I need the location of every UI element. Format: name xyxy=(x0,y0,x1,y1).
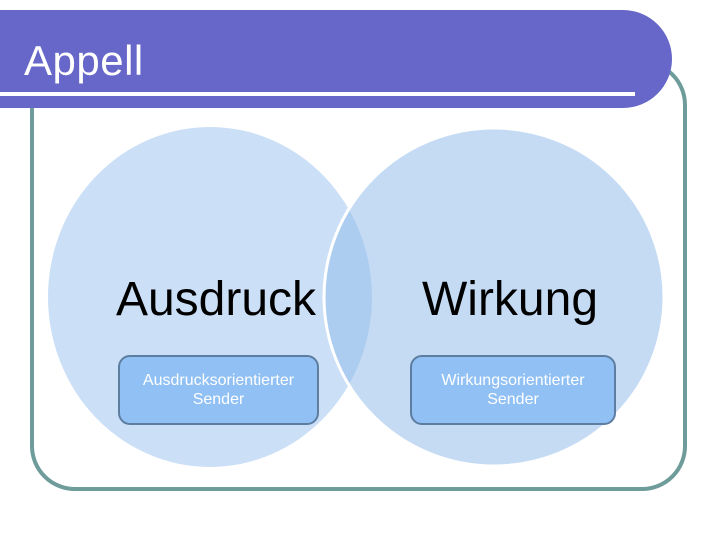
left-circle-label: Ausdruck xyxy=(115,273,317,326)
title-bar: Appell xyxy=(0,10,672,108)
right-circle-label: Wirkung xyxy=(421,273,599,326)
left-sender-box-label: Ausdrucksorientierter Sender xyxy=(142,372,295,408)
right-sender-box: Wirkungsorientierter Sender xyxy=(410,355,616,425)
slide-title: Appell xyxy=(24,37,144,84)
left-sender-box: Ausdrucksorientierter Sender xyxy=(118,355,319,425)
title-underline xyxy=(0,92,635,96)
right-sender-box-label: Wirkungsorientierter Sender xyxy=(441,372,585,408)
